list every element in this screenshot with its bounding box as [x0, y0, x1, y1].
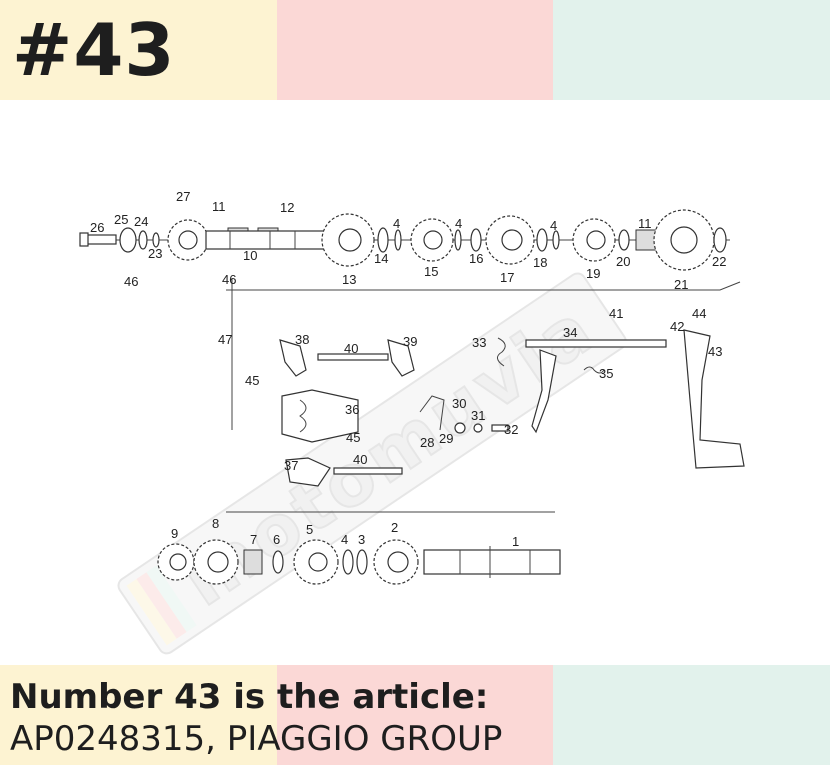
callout-16: 16: [469, 251, 483, 266]
callout-labels: 1 2 3 4 5 6 7 8 9 10 11 12 13 14 4 15 4 …: [90, 189, 726, 549]
band-mint: [553, 0, 830, 100]
callout-35: 35: [599, 366, 613, 381]
callout-4-a: 4: [393, 216, 400, 231]
callout-34: 34: [563, 325, 577, 340]
callout-17: 17: [500, 270, 514, 285]
lower-shaft-assembly: [157, 511, 561, 585]
callout-11-left: 11: [212, 199, 226, 214]
callout-40-upper: 40: [344, 341, 358, 356]
callout-13: 13: [342, 272, 356, 287]
watermark: motomuvia: [117, 272, 627, 655]
band-pink: [276, 0, 554, 100]
callout-33: 33: [472, 335, 486, 350]
callout-20: 20: [616, 254, 630, 269]
band-yellow-bottom: [0, 665, 277, 765]
callout-26: 26: [90, 220, 104, 235]
callout-14: 14: [374, 251, 388, 266]
callout-46-left: 46: [124, 274, 138, 289]
callout-2: 2: [391, 520, 398, 535]
callout-46-right: 46: [222, 272, 236, 287]
top-color-band: [0, 0, 830, 100]
callout-4-lower: 4: [341, 532, 348, 547]
caption-line-1: Number 43 is the article:: [10, 677, 489, 717]
callout-36: 36: [345, 402, 359, 417]
callout-21: 21: [674, 277, 688, 292]
callout-4-b: 4: [455, 216, 462, 231]
callout-38: 38: [295, 332, 309, 347]
callout-32: 32: [504, 422, 518, 437]
caption-line-2: AP0248315, PIAGGIO GROUP: [10, 719, 503, 759]
callout-41: 41: [609, 306, 623, 321]
callout-45-a: 45: [245, 373, 259, 388]
band-yellow: [0, 0, 277, 100]
callout-8: 8: [212, 516, 219, 531]
callout-47: 47: [218, 332, 232, 347]
callout-43: 43: [708, 344, 722, 359]
callout-7: 7: [250, 532, 257, 547]
callout-1: 1: [512, 534, 519, 549]
callout-44: 44: [692, 306, 706, 321]
band-pink-bottom: [276, 665, 554, 765]
callout-37: 37: [284, 458, 298, 473]
callout-31: 31: [471, 408, 485, 423]
callout-42: 42: [670, 319, 684, 334]
callout-30: 30: [452, 396, 466, 411]
callout-28: 28: [420, 435, 434, 450]
callout-3: 3: [358, 532, 365, 547]
callout-15: 15: [424, 264, 438, 279]
callout-6: 6: [273, 532, 280, 547]
callout-9: 9: [171, 526, 178, 541]
callout-45-b: 45: [346, 430, 360, 445]
callout-24: 24: [134, 214, 148, 229]
page-title: #43: [12, 8, 176, 92]
callout-18: 18: [533, 255, 547, 270]
upper-shaft-assembly: [79, 209, 741, 291]
callout-4-c: 4: [550, 218, 557, 233]
callout-29: 29: [439, 431, 453, 446]
callout-10: 10: [243, 248, 257, 263]
callout-23: 23: [148, 246, 162, 261]
callout-25: 25: [114, 212, 128, 227]
callout-22: 22: [712, 254, 726, 269]
exploded-parts-diagram: motomuvia: [79, 189, 745, 655]
callout-11-right: 11: [638, 216, 652, 231]
callout-40-lower: 40: [353, 452, 367, 467]
callout-12: 12: [280, 200, 294, 215]
bottom-color-band: [0, 665, 830, 765]
callout-39: 39: [403, 334, 417, 349]
selector-assembly: [231, 278, 745, 487]
callout-27: 27: [176, 189, 190, 204]
callout-19: 19: [586, 266, 600, 281]
callout-5: 5: [306, 522, 313, 537]
article-caption: Number 43 is the article: AP0248315, PIA…: [10, 676, 502, 760]
band-mint-bottom: [553, 665, 830, 765]
